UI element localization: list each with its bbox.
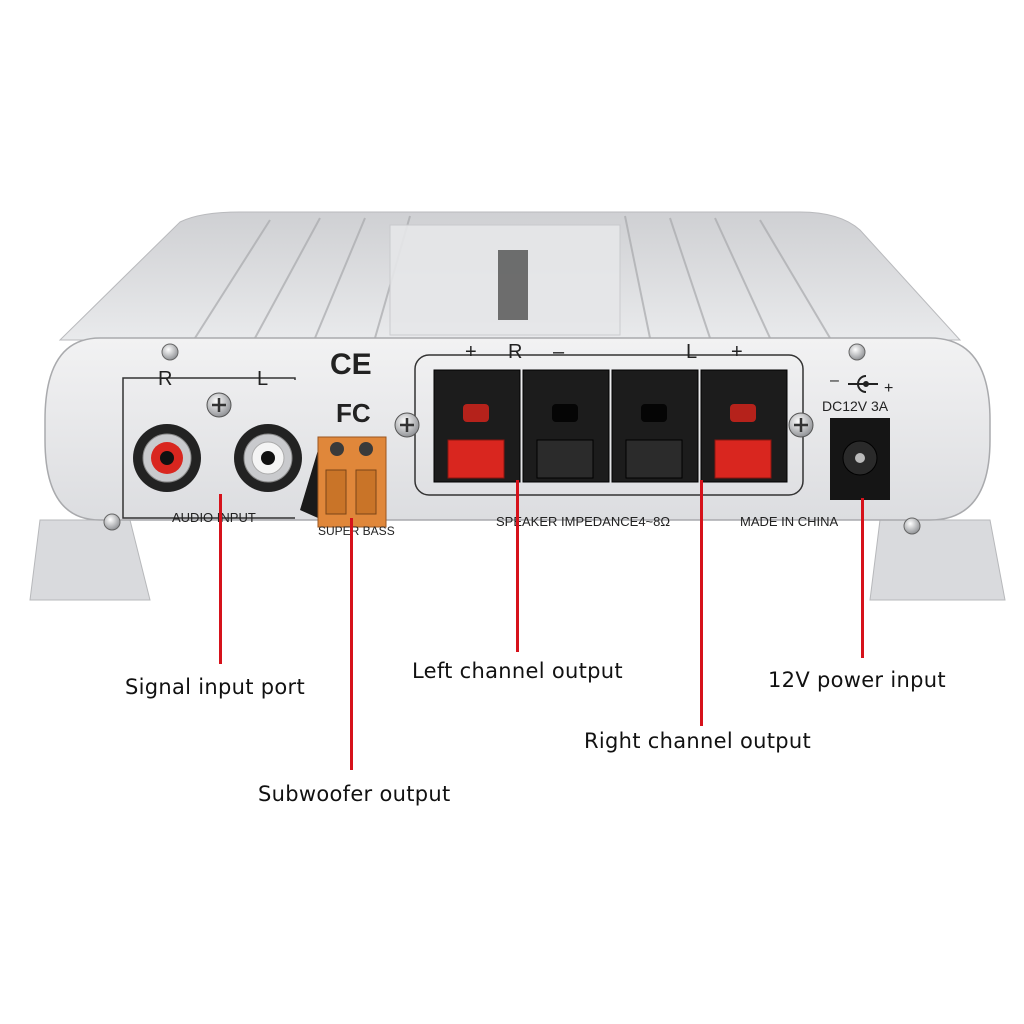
left-plus-terminal[interactable] — [433, 369, 521, 483]
left-minus-terminal[interactable] — [522, 369, 610, 483]
terminal-plus-right-label: + — [731, 341, 743, 363]
rca-jack-left[interactable] — [234, 424, 302, 492]
rca-label-l: L — [257, 368, 269, 390]
terminal-l-label: L — [686, 341, 698, 363]
rca-label-r: R — [158, 368, 173, 390]
heatsink-top — [58, 211, 962, 341]
dc-power-jack[interactable] — [830, 418, 890, 500]
power-leader-line — [861, 498, 864, 658]
power-input-callout: 12V power input — [768, 668, 946, 692]
fcc-mark: FC — [336, 398, 371, 428]
ce-mark: CE — [330, 348, 372, 381]
dc-polarity-icon — [848, 375, 878, 393]
right-channel-leader-line — [700, 480, 703, 726]
terminal-minus-label: – — [553, 341, 565, 363]
left-channel-leader-line — [516, 480, 519, 652]
terminal-plus-left-label: + — [465, 341, 477, 363]
super-bass-label: SUPER BASS — [318, 524, 395, 538]
terminal-r-label: R — [508, 341, 523, 363]
panel-screws — [103, 343, 921, 535]
chassis-feet — [29, 519, 1006, 601]
signal-leader-line — [219, 494, 222, 664]
dc-rating-label: DC12V 3A — [822, 398, 889, 414]
dc-plus-label: + — [884, 380, 894, 397]
made-in-label: MADE IN CHINA — [740, 514, 839, 529]
signal-input-callout: Signal input port — [125, 675, 306, 699]
dc-minus-label: – — [830, 372, 839, 389]
right-plus-terminal[interactable] — [700, 369, 788, 483]
impedance-label: SPEAKER IMPEDANCE4~8Ω — [496, 514, 671, 529]
rca-jack-right[interactable] — [133, 424, 201, 492]
subwoofer-leader-line — [350, 518, 353, 770]
right-minus-terminal[interactable] — [611, 369, 699, 483]
right-channel-callout: Right channel output — [584, 729, 812, 753]
subwoofer-terminal[interactable] — [300, 436, 387, 528]
subwoofer-callout: Subwoofer output — [258, 782, 451, 806]
speaker-terminals — [433, 369, 788, 483]
left-channel-callout: Left channel output — [412, 659, 623, 683]
audio-input-label: AUDIO INPUT — [172, 510, 256, 525]
